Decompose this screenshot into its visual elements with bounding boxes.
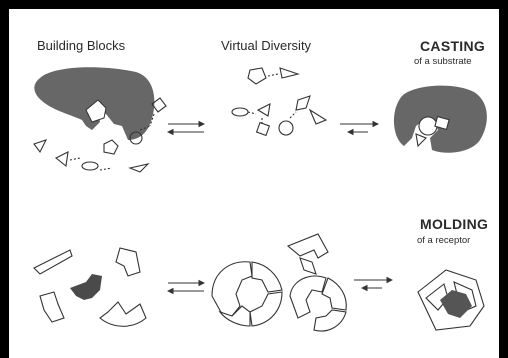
molding-assemblies bbox=[211, 233, 347, 332]
cast-ligand bbox=[415, 115, 450, 148]
molding-subtitle: of a receptor bbox=[417, 235, 471, 246]
equilibrium-arrows-2 bbox=[340, 120, 380, 136]
casting-subtitle: of a substrate bbox=[414, 56, 472, 67]
molded-ligand-dark bbox=[440, 290, 472, 318]
molding-ligand-dark bbox=[70, 274, 102, 300]
molding-fragments bbox=[33, 247, 147, 327]
virtual-diversity-label: Virtual Diversity bbox=[221, 38, 312, 53]
equilibrium-arrows-1 bbox=[166, 120, 206, 136]
virtual-diversity-fragments bbox=[231, 67, 328, 137]
equilibrium-arrows-3 bbox=[166, 279, 206, 295]
molding-title: MOLDING bbox=[420, 216, 489, 232]
building-blocks-label: Building Blocks bbox=[37, 38, 126, 53]
equilibrium-arrows-4 bbox=[354, 276, 394, 292]
building-block-fragments bbox=[33, 97, 167, 173]
cavity-fragment bbox=[85, 99, 107, 123]
casting-title: CASTING bbox=[420, 38, 486, 54]
